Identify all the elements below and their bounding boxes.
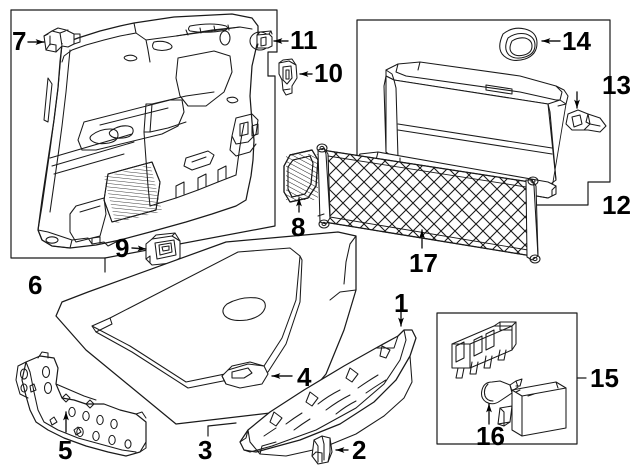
callout-label-3[interactable]: 3 xyxy=(198,435,213,465)
part-cargo-lamp-bulb xyxy=(480,378,523,405)
callout-label-16[interactable]: 16 xyxy=(476,421,505,451)
callout-label-15[interactable]: 15 xyxy=(590,363,619,393)
part-quarter-trim-panel xyxy=(37,13,259,249)
callout-label-1[interactable]: 1 xyxy=(394,288,409,318)
callout-label-2[interactable]: 2 xyxy=(352,435,367,465)
part-air-extractor-vent-grille xyxy=(283,149,319,203)
callout-label-10[interactable]: 10 xyxy=(314,58,343,88)
callout-3-leader xyxy=(207,422,237,437)
callout-label-17[interactable]: 17 xyxy=(409,248,438,278)
cargo-lamp-group-box-outline xyxy=(436,312,578,445)
callout-label-4[interactable]: 4 xyxy=(297,362,312,392)
part-cargo-lamp-socket xyxy=(451,321,517,379)
part-floor-lift-handle-cover xyxy=(221,361,269,389)
callout-label-13[interactable]: 13 xyxy=(602,70,631,100)
callout-label-12[interactable]: 12 xyxy=(602,190,631,220)
quarter-trim-group-box-outline xyxy=(10,9,278,273)
callout-9-arrow xyxy=(131,245,147,252)
part-cargo-net xyxy=(316,143,541,264)
part-floor-support-bracket xyxy=(15,351,147,457)
callout-label-14[interactable]: 14 xyxy=(562,26,591,56)
part-coat-hook-bracket xyxy=(278,58,298,96)
part-cargo-cover-end-cap xyxy=(565,109,607,133)
callout-label-9[interactable]: 9 xyxy=(115,233,130,263)
callout-label-11[interactable]: 11 xyxy=(290,25,318,55)
callout-label-7[interactable]: 7 xyxy=(12,26,27,56)
part-trim-panel-clip xyxy=(43,27,81,53)
callout-label-8[interactable]: 8 xyxy=(291,212,306,242)
part-sill-plate-retainer-clip xyxy=(311,435,333,465)
part-cargo-lamp-housing xyxy=(497,381,567,437)
callout-label-6[interactable]: 6 xyxy=(28,270,43,300)
part-rear-sill-scuff-plate xyxy=(239,329,417,457)
part-cargo-cover-socket-grommet xyxy=(499,27,538,61)
part-trim-grommet-plug xyxy=(249,30,273,51)
callout-label-5[interactable]: 5 xyxy=(58,435,73,465)
